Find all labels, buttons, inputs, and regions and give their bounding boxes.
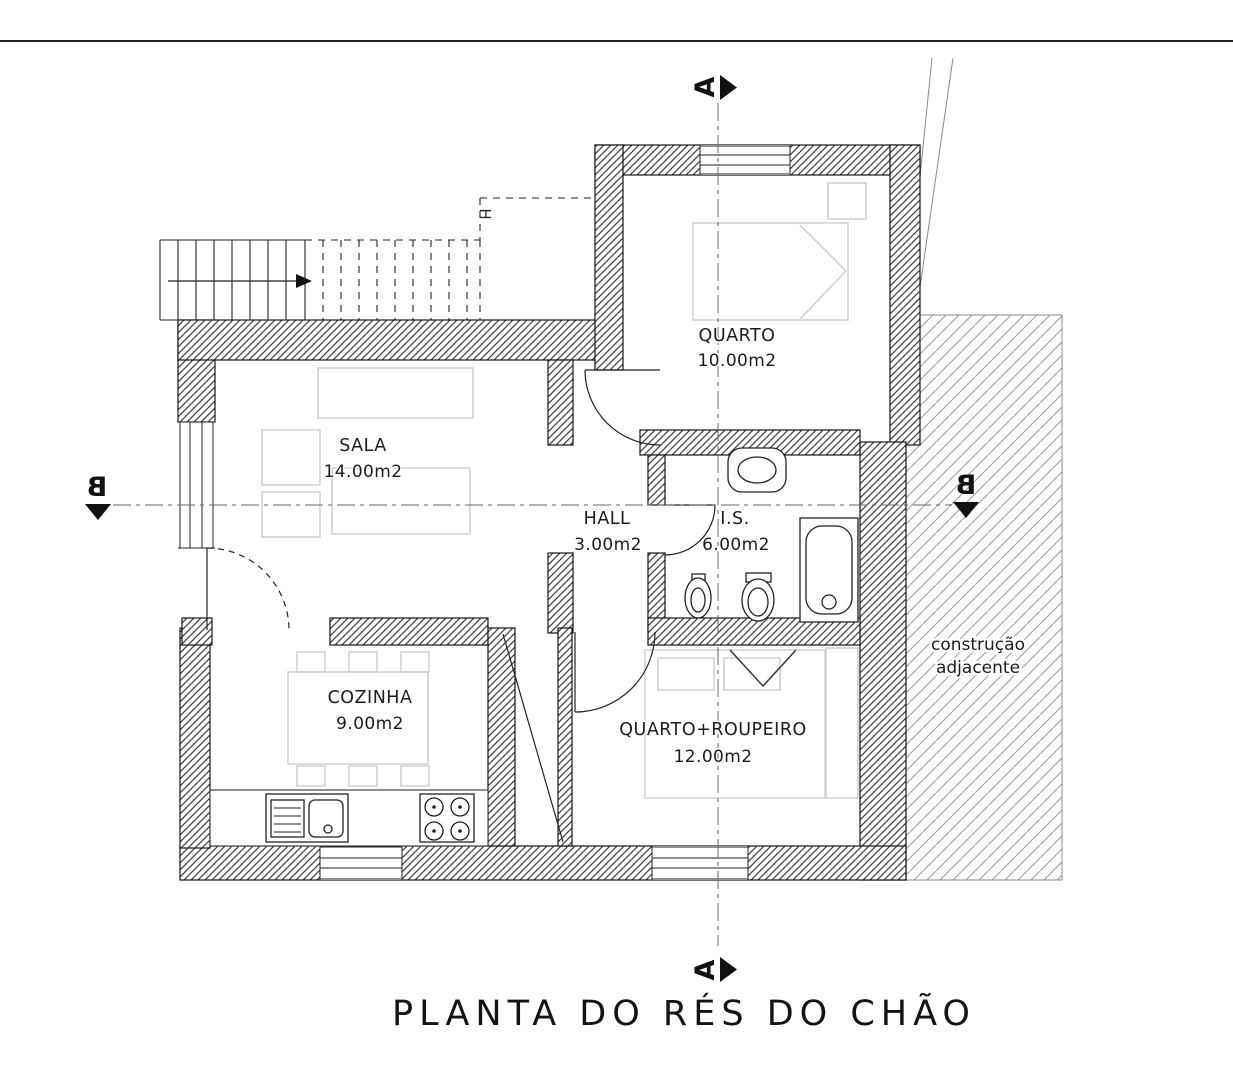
wall-right-side [859,441,907,881]
room-area-cozinha: 9.00m2 [336,714,404,734]
plan-title: PLANTA DO RÉS DO CHÃO [392,992,976,1034]
wall-stair-strip-right [557,627,573,847]
stove-icon [419,793,475,843]
section-arrow-b-left-icon [85,504,111,520]
room-label-sala: SALA [339,436,387,456]
door-entrance [206,547,290,631]
door-quarto-roupeiro [574,631,656,713]
section-marker-a-top: A [690,76,721,97]
bidet-icon [684,573,712,619]
room-label-hall: HALL [584,509,631,529]
window-cozinha-bottom [319,846,403,880]
section-marker-b-left: B [87,472,108,503]
wall-quarto-left [594,144,624,371]
stair-arrowhead-icon [296,274,312,288]
room-label-quarto: QUARTO [699,326,776,346]
wall-quarto-right [889,144,921,446]
staircase: H [159,197,592,321]
door-quarto [584,369,661,446]
wall-hall-right-upper [647,454,666,506]
sink-icon [727,447,787,493]
quarto-roupeiro-furniture [644,647,859,799]
room-label-is: I.S. [720,509,749,529]
room-label-quarto-roupeiro: QUARTO+ROUPEIRO [619,720,807,740]
sala-furniture [261,367,474,538]
adjacent-label-line1: construção [931,635,1025,655]
stair-h-marker: H [476,208,494,219]
window-sala-left [178,421,215,549]
section-arrow-a-bottom-icon [720,957,737,982]
furniture [261,182,867,799]
window-bedroom-bottom [651,846,749,880]
wall-hall-left-lower [547,552,574,634]
toilet-icon [741,572,775,622]
understair-diagonal [502,633,564,843]
room-labels: QUARTO 10.00m2 SALA 14.00m2 HALL 3.00m2 … [322,325,1027,769]
cozinha-table [287,651,430,787]
adjacent-construction-area [904,57,1063,881]
section-arrow-a-top-icon [720,75,737,100]
bathtub-icon [799,517,859,623]
wall-bottom [179,845,907,881]
window-quarto-top [699,145,791,175]
room-area-is: 6.00m2 [702,535,770,555]
kitchen-sink-icon [265,793,349,843]
room-area-sala: 14.00m2 [324,462,403,482]
wall-cozinha-left [179,627,211,849]
wall-stair-strip-left [487,627,516,847]
quarto-bed [692,182,867,321]
wall-sala-top [177,319,611,361]
wall-hall-left-upper [547,359,574,446]
adjacent-label-line2: adjacente [936,658,1020,678]
room-area-quarto-roupeiro: 12.00m2 [674,747,753,767]
blanket-fold-line [729,649,797,688]
section-markers: A A B B [85,75,979,982]
windows [178,145,791,880]
section-marker-a-bottom: A [690,959,721,980]
room-area-hall: 3.00m2 [574,535,642,555]
room-area-quarto: 10.00m2 [698,351,777,371]
section-lines [113,103,952,946]
bathroom-fixtures [684,447,859,623]
room-label-cozinha: COZINHA [328,688,413,708]
walls [177,144,921,881]
section-arrow-b-right-icon [953,502,979,518]
kitchen-fixtures [209,789,489,847]
wall-sala-cozinha [329,617,489,646]
section-marker-b-right: B [956,470,977,501]
